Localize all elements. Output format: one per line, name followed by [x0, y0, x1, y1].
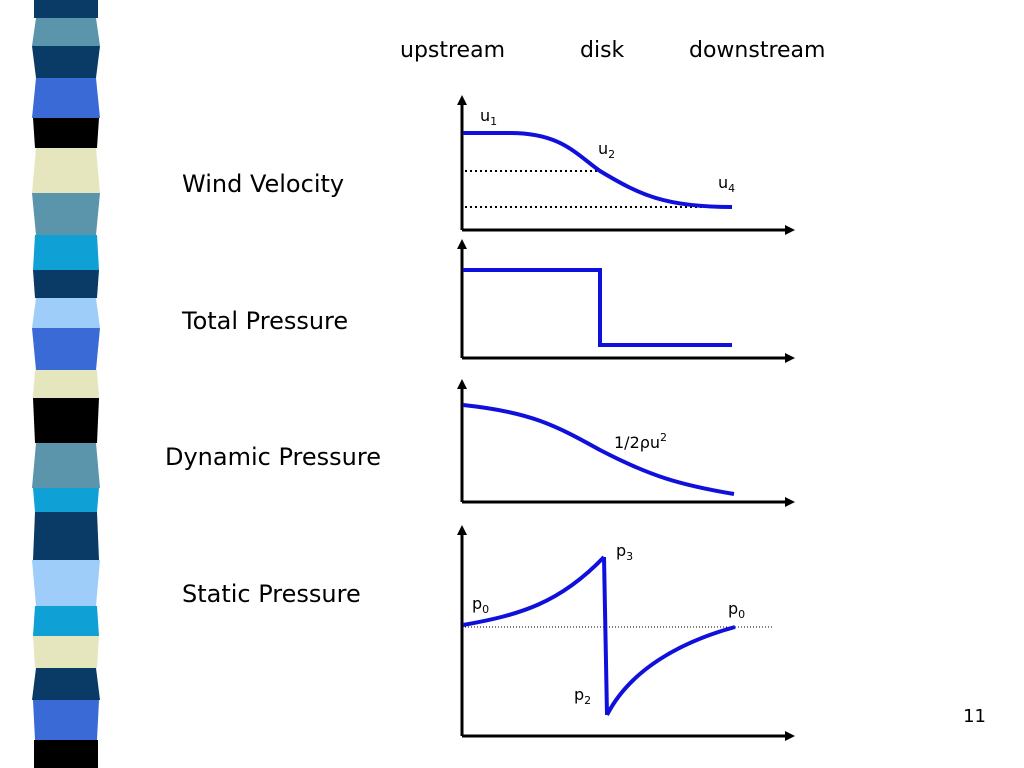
u2-label: u2 [598, 139, 615, 161]
dynamic-pressure-plot: 1/2ρu2 [457, 379, 795, 507]
strip-block [33, 512, 99, 560]
u1-label: u1 [480, 106, 497, 128]
total-pressure-plot [457, 239, 795, 363]
p2-label: p2 [574, 685, 591, 707]
decorative-left-strip [32, 0, 100, 768]
strip-block [33, 235, 99, 270]
strip-block [32, 148, 100, 193]
strip-block [32, 298, 100, 328]
u4-label: u4 [718, 173, 735, 195]
row-label-static-pressure: Static Pressure [182, 580, 361, 608]
p0-right-label: p0 [728, 599, 745, 621]
strip-block [33, 700, 99, 740]
p0-left-label: p0 [472, 594, 489, 616]
strip-block [33, 636, 99, 668]
total-pressure-curve [463, 268, 732, 347]
strip-block [32, 193, 100, 235]
page-number: 11 [963, 706, 986, 727]
strip-block [34, 740, 98, 768]
dynamic-pressure-label: 1/2ρu2 [614, 431, 667, 452]
static-pressure-curve-downstream [605, 625, 736, 716]
strip-block [33, 488, 99, 512]
strip-block [33, 370, 99, 398]
column-header-disk: disk [580, 38, 625, 63]
p3-label: p3 [616, 541, 633, 563]
strip-block [32, 46, 100, 78]
strip-block [34, 0, 98, 18]
column-header-upstream: upstream [400, 38, 506, 63]
static-pressure-drop [602, 556, 609, 716]
strip-block [33, 398, 99, 443]
strip-block [32, 668, 100, 700]
static-pressure-curve-upstream [462, 555, 606, 627]
row-label-dynamic-pressure: Dynamic Pressure [165, 443, 381, 471]
column-header-downstream: downstream [689, 38, 826, 63]
strip-block [32, 560, 100, 606]
strip-block [32, 328, 100, 370]
strip-block [33, 118, 99, 148]
strip-blocks [32, 0, 100, 768]
static-pressure-plot: p0 p3 p0 p2 [457, 525, 795, 741]
dynamic-pressure-curve [462, 403, 735, 496]
strip-block [32, 18, 100, 46]
row-label-total-pressure: Total Pressure [182, 307, 349, 335]
strip-block [33, 270, 99, 298]
strip-block [32, 78, 100, 118]
strip-block [32, 443, 100, 488]
strip-block [33, 606, 99, 636]
wind-velocity-plot: u1 u2 u4 [457, 95, 795, 235]
wind-velocity-curve [463, 131, 733, 209]
row-label-wind-velocity: Wind Velocity [182, 170, 345, 198]
